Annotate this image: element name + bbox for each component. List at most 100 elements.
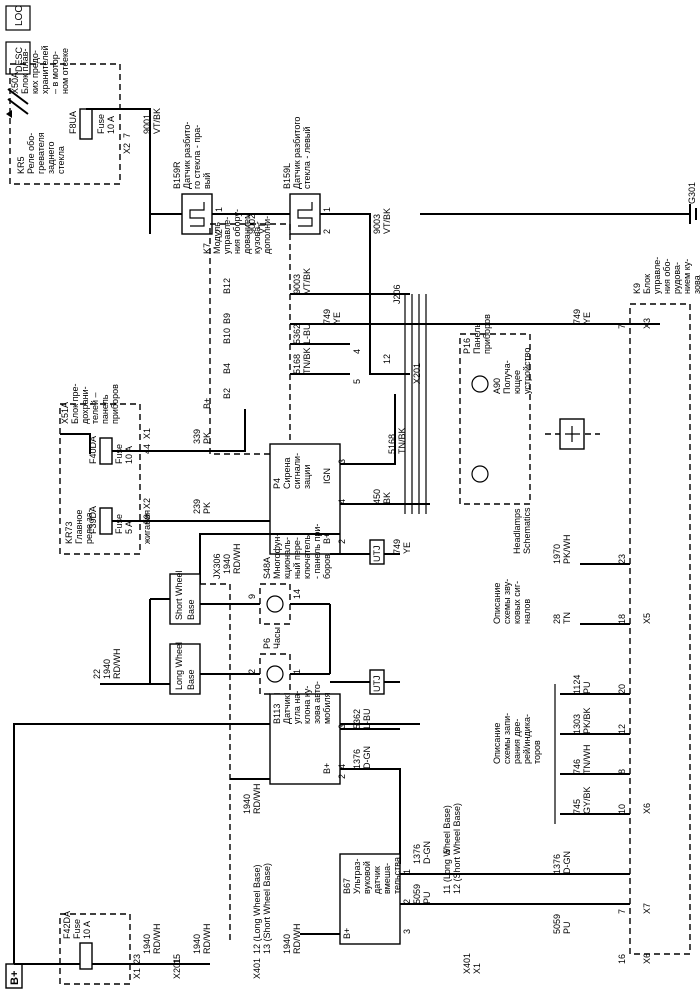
wire-label: GY/BK xyxy=(582,786,592,814)
wire-label: 9001 xyxy=(142,114,152,134)
wire-label: VT/BK xyxy=(152,108,162,134)
svg-text:реле за-: реле за- xyxy=(84,509,94,544)
j206-splice-pack: J206 xyxy=(392,284,427,514)
svg-text:UTJ: UTJ xyxy=(372,546,382,563)
wire-label: 1303 xyxy=(572,714,582,734)
wire-label: 28 xyxy=(552,614,562,624)
wire-label: 339 xyxy=(192,429,202,444)
wire-label: 749 xyxy=(392,539,402,554)
ref-door-locks[interactable]: рей/индика- xyxy=(522,714,532,764)
ref-sound-signals[interactable]: схемы зву- xyxy=(502,579,512,624)
wire-label: RD/WH xyxy=(252,784,262,815)
svg-text:панель: панель xyxy=(100,394,110,424)
ref-headlamps[interactable]: Schematics xyxy=(522,507,532,554)
svg-text:зова: зова xyxy=(692,275,700,294)
wire-label: PU xyxy=(562,921,572,934)
svg-text:A90: A90 xyxy=(492,378,502,394)
ref-sound-signals[interactable]: Описание xyxy=(492,583,502,624)
svg-text:X2: X2 xyxy=(122,143,132,154)
svg-text:2: 2 xyxy=(402,899,412,904)
wire-label: RD/WH xyxy=(152,924,162,955)
svg-text:X201: X201 xyxy=(172,958,182,979)
wire-label: 9003 xyxy=(372,214,382,234)
s48a-multifunction-switch: S48A Многофун- кциональ- ный пере- ключа… xyxy=(247,524,332,625)
svg-text:X201: X201 xyxy=(412,363,422,384)
svg-text:5: 5 xyxy=(442,849,452,854)
svg-text:LOC: LOC xyxy=(14,5,25,26)
svg-text:7: 7 xyxy=(617,324,627,329)
p4-alarm-siren: P4 Сирена сигнали- зации IGN B+ 3 4 2 xyxy=(269,443,347,555)
wire-label: 1940 xyxy=(242,794,252,814)
wire-label: PK/BK xyxy=(582,707,592,734)
wire-label: 450 xyxy=(372,489,382,504)
svg-text:2: 2 xyxy=(214,229,224,234)
wire-label: 5059 xyxy=(552,914,562,934)
svg-text:B159L: B159L xyxy=(282,163,292,189)
wire-label: VT/BK xyxy=(302,268,312,294)
svg-text:3: 3 xyxy=(337,724,347,729)
p6-clock: P6 Часы 2 1 xyxy=(247,627,302,695)
svg-text:вмеша-: вмеша- xyxy=(382,863,392,894)
svg-text:ющее: ющее xyxy=(512,370,522,394)
wire-label: 749 xyxy=(322,309,332,324)
ref-headlamps[interactable]: Headlamps xyxy=(512,508,522,554)
ref-door-locks[interactable]: Описание xyxy=(492,723,502,764)
ref-sound-signals[interactable]: налов xyxy=(522,599,532,624)
g301-ground: G301 xyxy=(420,182,700,224)
svg-text:ких предо-: ких предо- xyxy=(30,50,40,94)
ref-door-locks[interactable]: схемы запи- xyxy=(502,713,512,764)
wire-label: 1940 xyxy=(282,934,292,954)
ref-door-locks[interactable]: торов xyxy=(532,740,542,764)
wire-label: 12 (Short Wheel Base) xyxy=(452,803,462,894)
svg-text:телей –: телей – xyxy=(90,392,100,424)
svg-text:ключатель: ключатель xyxy=(302,535,312,579)
wire-label: D-GN xyxy=(422,841,432,864)
k9-body-control-module: K9 Блок управле- ния обо- рудова- нием к… xyxy=(617,257,700,964)
svg-text:стекла - левый: стекла - левый xyxy=(302,127,312,189)
utj-splice-lower[interactable]: UTJ xyxy=(369,669,385,695)
svg-text:2: 2 xyxy=(337,539,347,544)
ref-sound-signals[interactable]: ковых сиг- xyxy=(512,581,522,624)
svg-text:Получа-: Получа- xyxy=(502,360,512,394)
svg-text:B113: B113 xyxy=(272,704,282,724)
ref-door-locks[interactable]: рания две- xyxy=(512,719,522,764)
svg-text:– в мотор-: – в мотор- xyxy=(50,51,60,94)
svg-text:X3: X3 xyxy=(642,318,652,329)
svg-text:боров: боров xyxy=(322,554,332,579)
svg-text:Fuse: Fuse xyxy=(96,114,106,134)
desc-icon[interactable]: DESC xyxy=(5,41,31,75)
svg-text:го стекла - пра-: го стекла - пра- xyxy=(192,125,202,189)
svg-text:жигания: жигания xyxy=(142,510,152,544)
svg-text:F39DA: F39DA xyxy=(88,506,98,534)
svg-text:DESC: DESC xyxy=(14,46,24,72)
svg-text:Датчик разбитого: Датчик разбитого xyxy=(292,117,302,189)
svg-text:приборов: приборов xyxy=(110,384,120,424)
loc-icon[interactable]: LOC xyxy=(5,5,31,31)
svg-text:7: 7 xyxy=(122,133,132,138)
svg-text:вуковой: вуковой xyxy=(362,861,372,894)
svg-text:Fuse: Fuse xyxy=(114,514,124,534)
svg-text:23: 23 xyxy=(132,954,142,964)
wire-label: 746 xyxy=(572,759,582,774)
svg-text:Base: Base xyxy=(186,599,196,620)
svg-text:заднего: заднего xyxy=(46,142,56,174)
wire-label: D-GN xyxy=(362,746,372,769)
wire-label: 5168 xyxy=(292,354,302,374)
wire-label: 1940 xyxy=(142,934,152,954)
wire-label: YE xyxy=(402,542,412,554)
svg-text:гревателя: гревателя xyxy=(36,132,46,174)
svg-text:дованием: дованием xyxy=(242,213,252,254)
wire-label: BK xyxy=(382,492,392,504)
utj-splice-upper[interactable]: UTJ xyxy=(369,539,385,565)
svg-text:2: 2 xyxy=(247,669,257,674)
svg-text:B10: B10 xyxy=(222,328,232,344)
svg-text:1: 1 xyxy=(214,207,224,212)
svg-text:10: 10 xyxy=(617,804,627,814)
svg-text:Fuse: Fuse xyxy=(114,444,124,464)
svg-text:X2: X2 xyxy=(142,498,152,509)
wire-label: PU xyxy=(582,681,592,694)
svg-text:P4: P4 xyxy=(272,478,282,489)
wire-label: 749 xyxy=(572,309,582,324)
svg-text:Главное: Главное xyxy=(74,510,84,544)
svg-text:X1: X1 xyxy=(472,963,482,974)
